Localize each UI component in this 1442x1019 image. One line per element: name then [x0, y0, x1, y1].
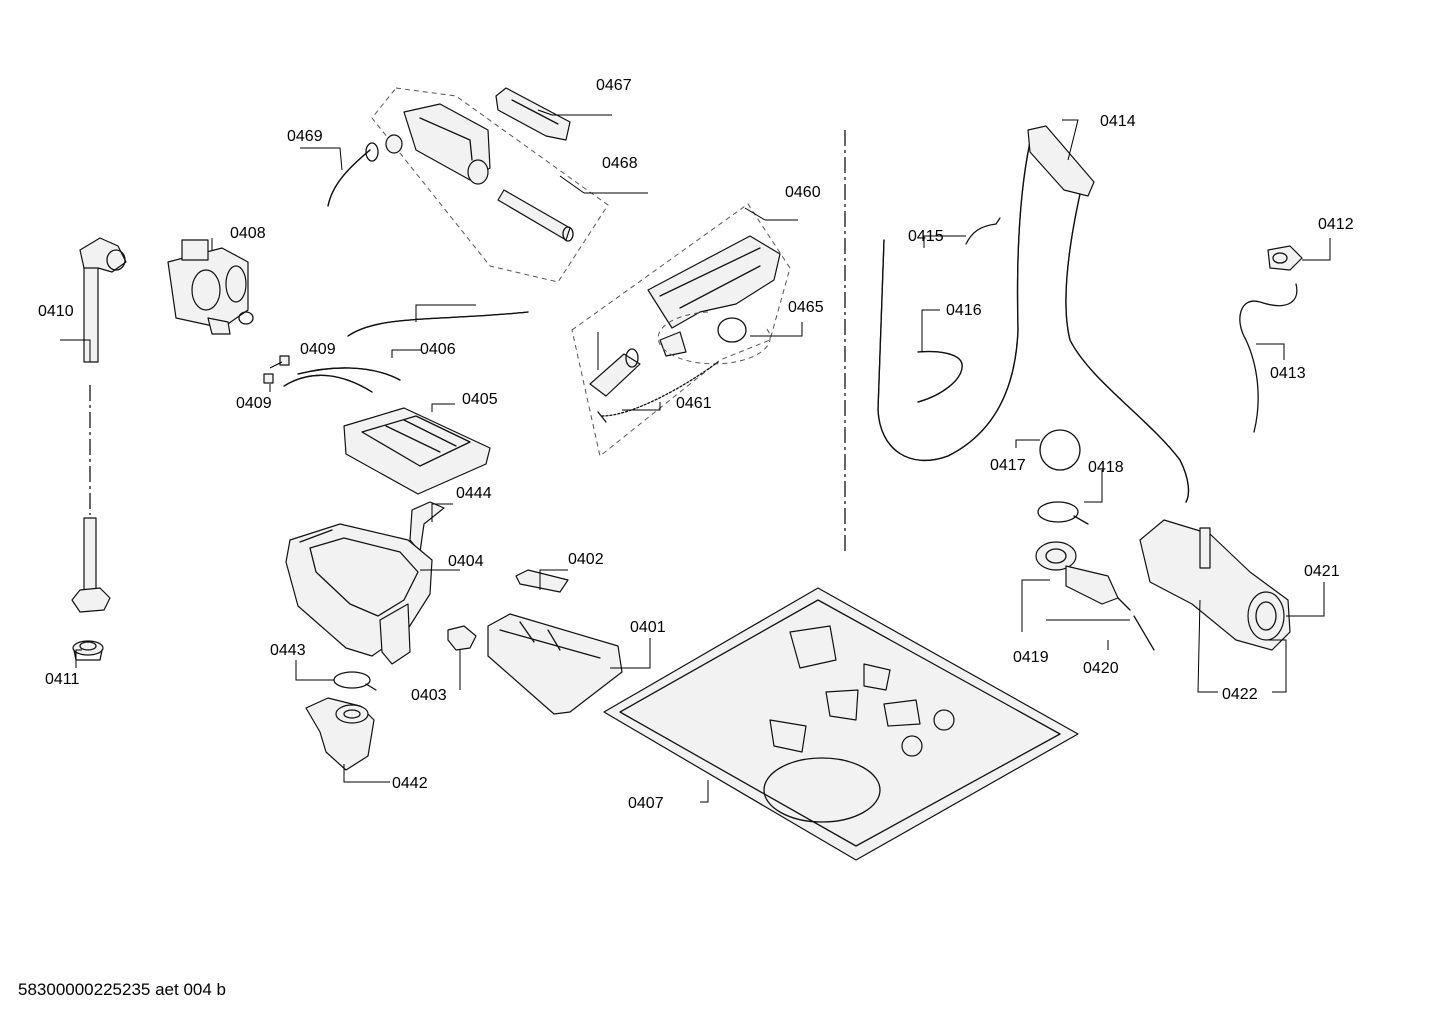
spring-hose-0461-drawing	[597, 361, 719, 423]
bellow-0464-drawing	[327, 142, 379, 207]
base-plate-0407-drawing	[603, 587, 1079, 861]
label-0419: 0419	[1013, 649, 1049, 666]
hose-0469-drawing	[589, 348, 641, 397]
drawer-0401-drawing	[487, 613, 623, 715]
label-0403: 0403	[411, 687, 447, 704]
pump-0421-drawing	[1139, 519, 1291, 651]
drawing-number: 58300000225235 aet 004 b	[18, 980, 226, 999]
label-0421: 0421	[1304, 563, 1340, 580]
sump-0442-drawing	[305, 697, 375, 771]
label-0411: 0411	[45, 671, 80, 688]
label-0406: 0406	[420, 341, 456, 358]
tray-0404-drawing	[285, 523, 433, 665]
label-0404: 0404	[448, 553, 484, 570]
label-0465: 0465	[788, 299, 824, 316]
valve-0408-drawing	[167, 239, 254, 335]
label-0442: 0442	[392, 775, 428, 792]
clamp-0418-drawing	[1037, 501, 1089, 525]
grommet-0411-drawing	[72, 640, 104, 661]
clip-0409-lower-drawing	[263, 373, 274, 384]
detail-circle-0465	[657, 311, 771, 365]
label-0409-upper: 0409	[300, 341, 336, 358]
cable-0413-drawing	[1239, 283, 1298, 433]
label-0422: 0422	[1222, 686, 1258, 703]
label-0418: 0418	[1088, 459, 1124, 476]
pipe-0410-lower-drawing	[71, 517, 111, 613]
label-0414: 0414	[1100, 113, 1136, 130]
hose-0468-drawing	[347, 311, 529, 337]
hose-0467-drawing	[497, 189, 574, 242]
label-0420: 0420	[1083, 660, 1119, 677]
ring-0443-drawing	[333, 671, 377, 691]
u-hose-0416-drawing	[917, 350, 963, 403]
flap-0444-drawing	[409, 501, 445, 553]
leader-lines	[60, 109, 1331, 803]
label-0413: 0413	[1270, 365, 1306, 382]
bracket-0462-drawing	[495, 87, 571, 141]
label-0408: 0408	[230, 225, 266, 242]
hose-0415-drawing	[965, 217, 1001, 245]
clip-0409-upper-drawing	[279, 355, 290, 366]
group-outline-0460	[571, 203, 791, 457]
bellow-0419-drawing	[1035, 541, 1131, 611]
label-0410: 0410	[38, 303, 74, 320]
label-0464: 0469	[287, 128, 323, 145]
label-0443: 0443	[270, 642, 306, 659]
label-0417: 0417	[990, 457, 1026, 474]
handle-0402-drawing	[515, 569, 569, 593]
pipe-0410-upper-drawing	[79, 237, 127, 363]
label-0463: 0468	[602, 155, 638, 172]
drain-hose-0414-drawing	[877, 125, 1190, 503]
part-labels: 0467 0468 0469 0408 0410 0409 0406 0409 …	[38, 77, 1354, 812]
group-outline-0463	[371, 87, 609, 283]
label-0401: 0401	[630, 619, 666, 636]
label-0412: 0412	[1318, 216, 1354, 233]
label-0402: 0402	[568, 551, 604, 568]
dispenser-housing-0463-drawing	[385, 103, 491, 185]
label-0409-lower: 0409	[236, 395, 272, 412]
hoses-0406-drawing	[283, 367, 401, 393]
label-0407: 0407	[628, 795, 664, 812]
label-0462: 0467	[596, 77, 632, 94]
o-ring-0417-drawing	[1039, 429, 1081, 471]
clip-0403-drawing	[447, 625, 477, 651]
screw-0420-drawing	[1133, 615, 1155, 651]
label-0444: 0444	[456, 485, 492, 502]
label-0416: 0416	[946, 302, 982, 319]
label-0461: 0461	[676, 395, 712, 412]
label-0460: 0460	[785, 184, 821, 201]
sensor-0412-drawing	[1267, 245, 1303, 271]
label-0405: 0405	[462, 391, 498, 408]
insert-0405-drawing	[343, 407, 491, 495]
label-0415: 0415	[908, 228, 944, 245]
part-0460-drawing	[647, 235, 781, 357]
